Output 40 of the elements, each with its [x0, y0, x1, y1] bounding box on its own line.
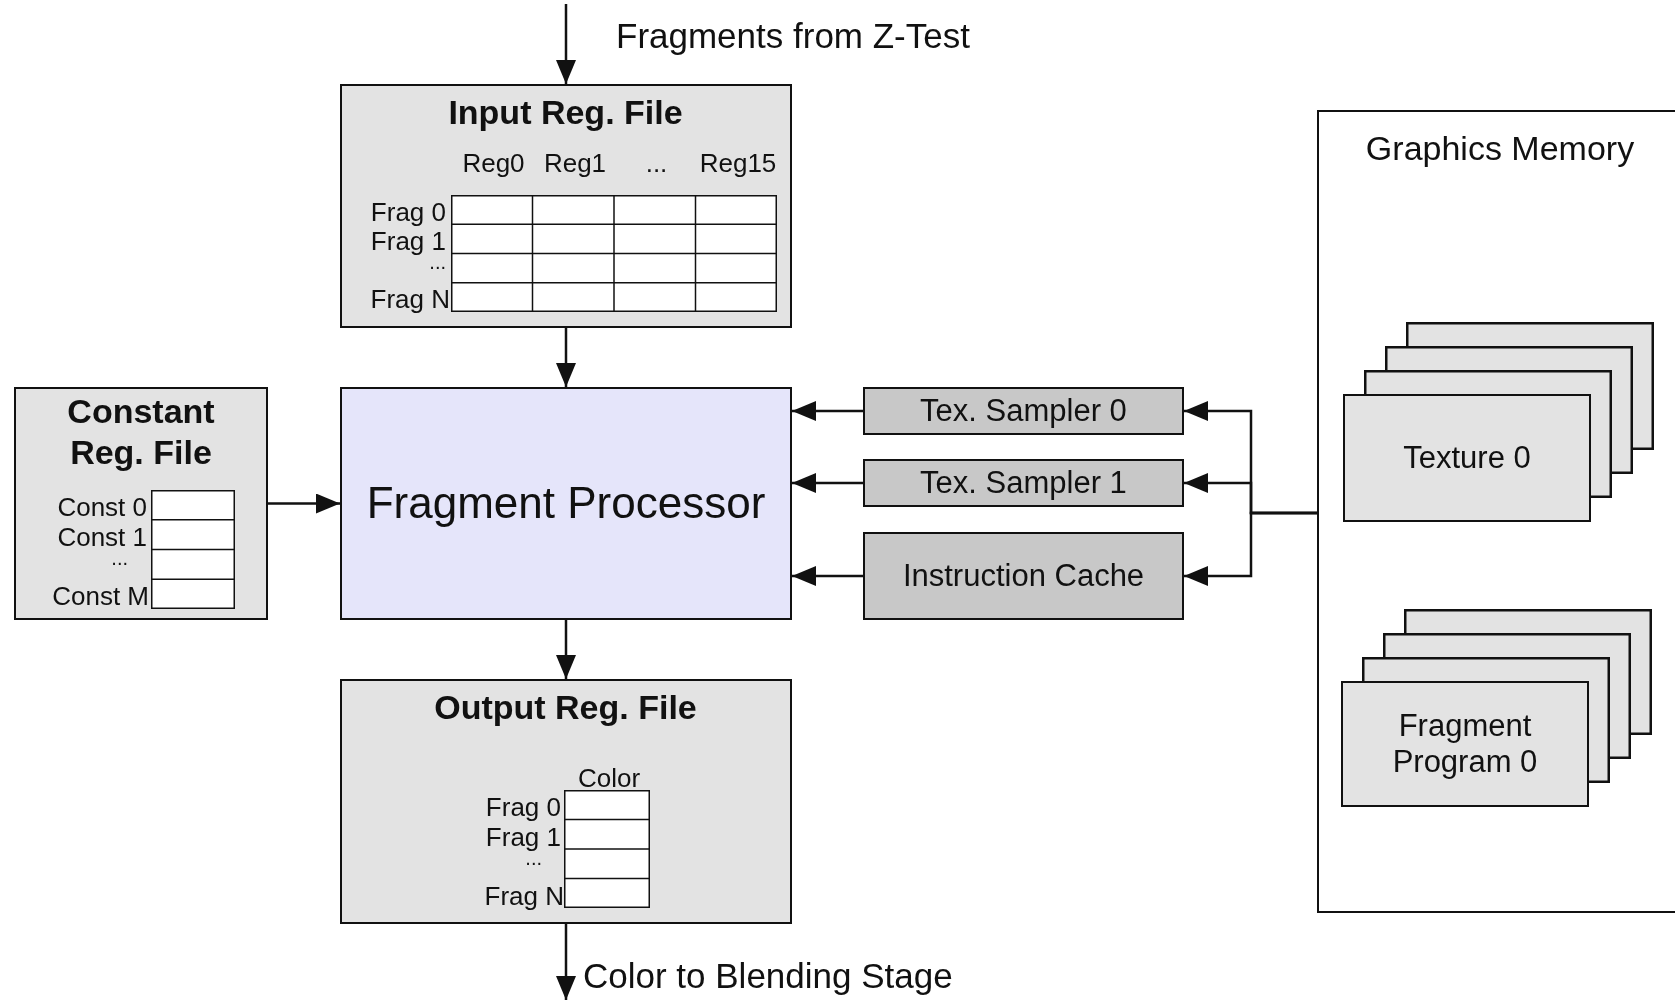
arrow — [792, 566, 863, 586]
column-header: ... — [644, 148, 669, 180]
row-label: Frag N — [483, 881, 564, 913]
memory-panel — [1317, 110, 1675, 913]
texture-card — [1343, 394, 1591, 522]
cache-box — [863, 532, 1184, 620]
node-label: Fragment Processor — [365, 478, 767, 529]
node-label: Instruction Cache — [901, 558, 1146, 594]
node-title: Constant Reg. File — [66, 391, 216, 473]
arrow — [556, 620, 576, 679]
arrow — [1184, 511, 1317, 586]
node-label: Tex. Sampler 0 — [919, 393, 1128, 429]
arrow — [792, 473, 863, 493]
node-label: Tex. Sampler 1 — [919, 465, 1128, 501]
node-label: Fragment Program 0 — [1391, 708, 1539, 780]
program-card — [1341, 681, 1589, 807]
arrow — [268, 493, 340, 514]
column-header: Reg0 — [461, 148, 526, 180]
row-label: Frag 0 — [484, 792, 561, 824]
processor-box — [340, 387, 792, 620]
column-header: Color — [576, 763, 642, 795]
register-file-box — [340, 84, 792, 328]
node-label: Texture 0 — [1402, 440, 1532, 476]
register-file-box — [340, 679, 792, 924]
arrow — [556, 924, 576, 1000]
row-label: Frag N — [369, 284, 450, 316]
register-file-box — [14, 387, 268, 620]
arrow — [556, 328, 576, 387]
sampler-box — [863, 459, 1184, 507]
sampler-box — [863, 387, 1184, 435]
node-title: Input Reg. File — [447, 92, 684, 133]
arrow — [556, 4, 576, 84]
column-header: Reg1 — [542, 148, 608, 180]
column-header: Reg15 — [698, 148, 778, 180]
arrow — [792, 401, 863, 421]
row-label: Frag 0 — [369, 197, 446, 229]
node-title: Output Reg. File — [433, 687, 698, 728]
node-title: Graphics Memory — [1364, 128, 1636, 169]
row-label: Const 0 — [56, 492, 147, 524]
row-label: Const M — [51, 581, 149, 613]
